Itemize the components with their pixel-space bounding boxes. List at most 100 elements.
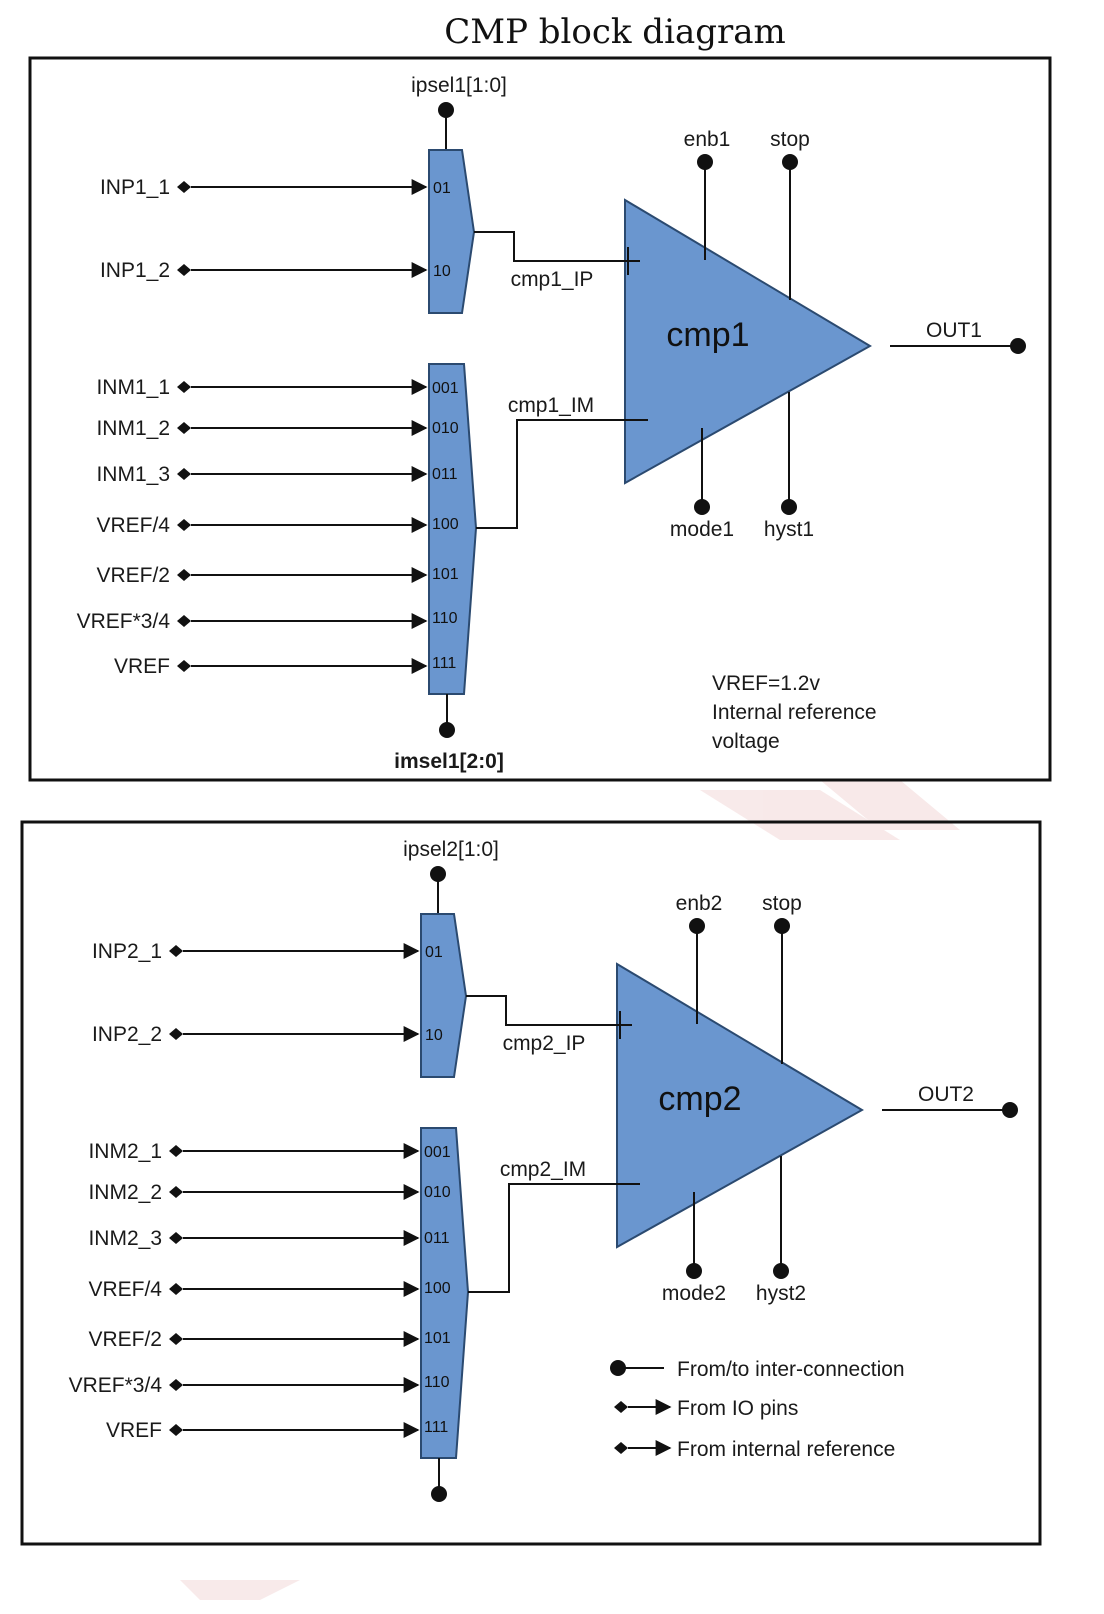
stop-label: stop [770,128,810,151]
mode-label: mode1 [670,518,734,541]
hyst-dot [781,499,797,515]
legend-label: From IO pins [677,1397,798,1420]
enb-label: enb1 [684,128,731,151]
legend-item: From IO pins [614,1397,798,1420]
ip-input-label: INP2_2 [92,1023,162,1046]
ip-mux [428,149,476,314]
im-signal-wire [468,1183,640,1293]
ip-signal-label: cmp2_IP [503,1032,586,1055]
im-signal-label: cmp1_IM [508,394,594,417]
im-mux-code: 011 [432,466,458,483]
block-frame [28,56,1052,782]
io-pin-diamond [169,945,183,957]
enb-label: enb2 [676,892,723,915]
io-pin-diamond [169,1028,183,1040]
input-diamond [169,1424,183,1436]
im-input-label: VREF/4 [88,1278,162,1301]
comparator-triangle [624,198,872,485]
input-diamond [169,1333,183,1345]
im-input-label: VREF*3/4 [77,610,171,633]
input-diamond [169,1232,183,1244]
im-select-label: imsel1[2:0] [394,750,504,773]
vref-note: VREF=1.2v [712,672,820,695]
im-select-dot [431,1486,447,1502]
input-diamond [177,468,191,480]
im-mux-code: 110 [424,1374,450,1391]
input-diamond [177,422,191,434]
vref-note: Internal reference [712,701,877,724]
legend-label: From/to inter-connection [677,1358,905,1381]
ip-mux [420,913,468,1078]
ip-select-label: ipsel2[1:0] [403,838,499,861]
mode-dot [694,499,710,515]
legend-diamond [614,1401,628,1413]
mode-dot [686,1263,702,1279]
im-input-label: INM2_2 [88,1181,162,1204]
hyst-dot [773,1263,789,1279]
im-mux-code: 110 [432,610,458,627]
ip-signal-wire [474,231,640,262]
im-input-label: INM1_2 [96,417,170,440]
im-mux-code: 010 [432,420,459,437]
im-input-label: VREF*3/4 [69,1374,163,1397]
io-pin-diamond [177,264,191,276]
output-dot [1002,1102,1018,1118]
im-input-label: VREF/2 [88,1328,162,1351]
im-mux-code: 101 [432,566,459,583]
stop-label: stop [762,892,802,915]
page-title: CMP block diagram [444,12,786,52]
ip-input-label: INP1_2 [100,259,170,282]
im-mux [420,1127,470,1459]
im-select-dot [439,722,455,738]
im-mux [428,363,478,695]
im-input-label: INM1_3 [96,463,170,486]
im-mux-code: 001 [424,1144,451,1161]
legend-diamond [614,1442,628,1454]
im-mux-code: 001 [432,380,459,397]
ip-input-label: INP2_1 [92,940,162,963]
im-signal-wire [476,419,648,529]
ip-mux-code: 01 [425,944,443,961]
ip-mux-code: 10 [433,263,451,280]
ip-signal-wire [466,995,632,1026]
im-input-label: INM2_3 [88,1227,162,1250]
input-diamond [177,569,191,581]
comparator-label: cmp2 [658,1080,741,1118]
comparator-label: cmp1 [666,316,749,354]
im-mux-code: 010 [424,1184,451,1201]
output-label: OUT2 [918,1083,974,1106]
output-label: OUT1 [926,319,982,342]
input-diamond [169,1379,183,1391]
im-mux-code: 100 [424,1280,451,1297]
ip-select-dot [438,102,454,118]
im-input-label: VREF/4 [96,514,170,537]
hyst-label: hyst2 [756,1282,806,1305]
im-input-label: VREF/2 [96,564,170,587]
vref-note: voltage [712,730,780,753]
legend-item: From internal reference [614,1438,895,1461]
im-mux-code: 011 [424,1230,450,1247]
ip-mux-code: 10 [425,1027,443,1044]
im-mux-code: 111 [424,1419,448,1436]
input-diamond [177,519,191,531]
input-diamond [177,660,191,672]
im-mux-code: 101 [424,1330,451,1347]
im-signal-label: cmp2_IM [500,1158,586,1181]
input-diamond [177,615,191,627]
block-frame [20,820,1042,1546]
im-input-label: VREF [114,655,170,678]
comparator-triangle [616,962,864,1249]
im-mux-code: 111 [432,655,456,672]
input-diamond [169,1186,183,1198]
hyst-label: hyst1 [764,518,814,541]
im-mux-code: 100 [432,516,459,533]
output-dot [1010,338,1026,354]
mode-label: mode2 [662,1282,726,1305]
ip-signal-label: cmp1_IP [511,268,594,291]
im-input-label: INM2_1 [88,1140,162,1163]
im-input-label: VREF [106,1419,162,1442]
